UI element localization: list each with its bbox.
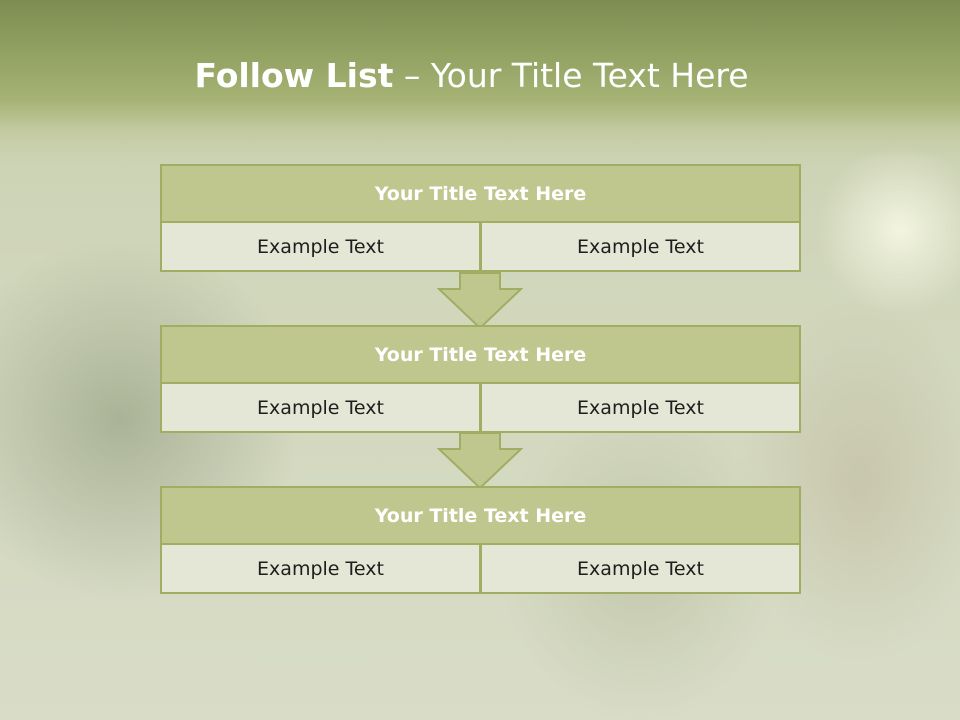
slide-title-rest: – Your Title Text Here: [393, 56, 749, 95]
slide-title-bold: Follow List: [194, 56, 394, 95]
block-cell-left: Example Text: [160, 543, 481, 594]
block-title: Your Title Text Here: [160, 325, 801, 384]
block-title: Your Title Text Here: [160, 164, 801, 223]
block-cell-right: Example Text: [480, 382, 801, 433]
down-arrow-icon: [437, 432, 523, 490]
block-cell-right: Example Text: [480, 543, 801, 594]
block-title: Your Title Text Here: [160, 486, 801, 545]
down-arrow-icon: [437, 272, 523, 330]
block-cell-right: Example Text: [480, 221, 801, 272]
block-cell-left: Example Text: [160, 382, 481, 433]
slide-title: Follow List – Your Title Text Here: [0, 56, 943, 96]
block-cell-left: Example Text: [160, 221, 481, 272]
title-band: [0, 0, 960, 160]
